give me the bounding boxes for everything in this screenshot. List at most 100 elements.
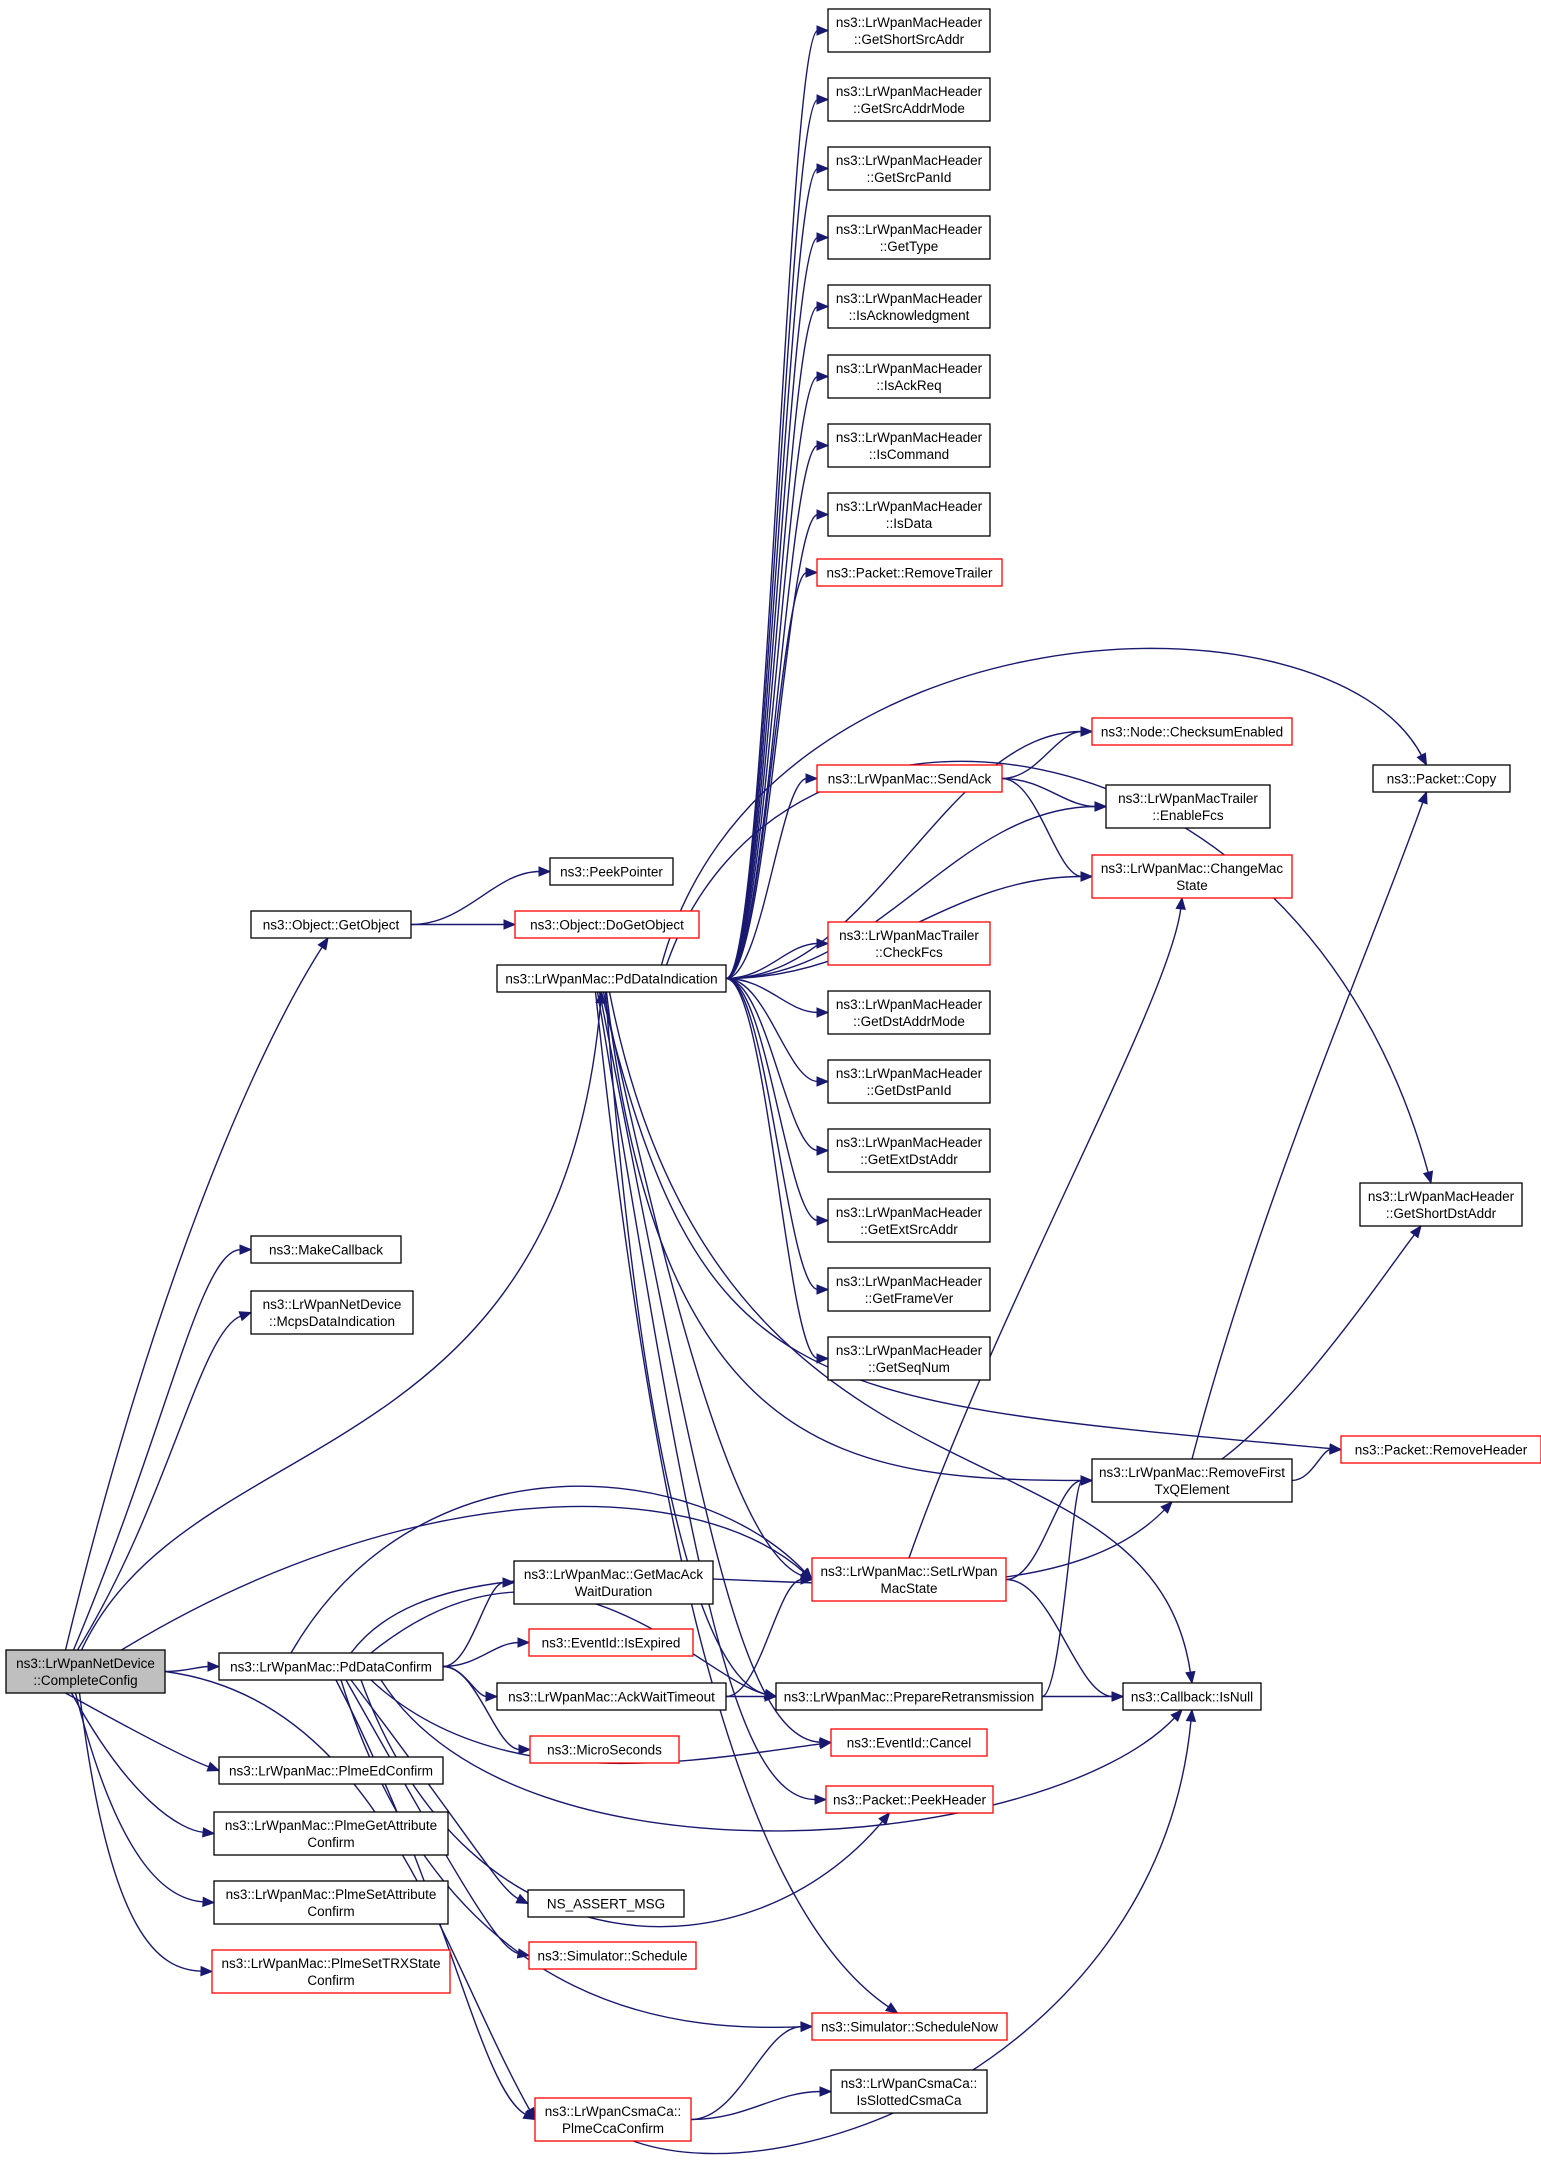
node-box[interactable] [825, 1785, 994, 1814]
node-box[interactable] [1105, 784, 1271, 829]
node-box[interactable] [827, 423, 991, 468]
node-box[interactable] [529, 1735, 680, 1764]
node-box[interactable] [513, 1560, 714, 1605]
node-box[interactable] [811, 1557, 1007, 1602]
node-box[interactable] [250, 910, 412, 939]
node-nsassertmsg[interactable]: NS_ASSERT_MSG [527, 1889, 685, 1918]
node-box[interactable] [1091, 717, 1293, 746]
node-getframever[interactable]: ns3::LrWpanMacHeader::GetFrameVer [827, 1267, 991, 1312]
node-getdstpanid[interactable]: ns3::LrWpanMacHeader::GetDstPanId [827, 1059, 991, 1104]
node-box[interactable] [816, 558, 1003, 587]
node-pddataindication[interactable]: ns3::LrWpanMac::PdDataIndication [496, 964, 727, 993]
node-box[interactable] [528, 1628, 694, 1657]
node-box[interactable] [827, 1336, 991, 1381]
node-callbackisnull[interactable]: ns3::Callback::IsNull [1122, 1682, 1262, 1711]
node-getshortsrcaddr[interactable]: ns3::LrWpanMacHeader::GetShortSrcAddr [827, 8, 991, 53]
node-box[interactable] [827, 1198, 991, 1243]
node-box[interactable] [1372, 764, 1511, 793]
node-box[interactable] [1359, 1182, 1523, 1227]
node-box[interactable] [827, 921, 991, 966]
node-box[interactable] [250, 1235, 402, 1264]
node-simschedulenow[interactable]: ns3::Simulator::ScheduleNow [811, 2012, 1008, 2041]
node-packetcopy[interactable]: ns3::Packet::Copy [1372, 764, 1511, 793]
node-box[interactable] [827, 1059, 991, 1104]
node-box[interactable] [1091, 1458, 1293, 1503]
node-box[interactable] [827, 284, 991, 329]
node-box[interactable] [827, 354, 991, 399]
node-dogetobject[interactable]: ns3::Object::DoGetObject [514, 910, 700, 939]
node-peekpointer[interactable]: ns3::PeekPointer [549, 857, 674, 886]
node-getsrcaddrmode[interactable]: ns3::LrWpanMacHeader::GetSrcAddrMode [827, 77, 991, 122]
node-enablefcs[interactable]: ns3::LrWpanMacTrailer::EnableFcs [1105, 784, 1271, 829]
node-box[interactable] [5, 1649, 166, 1694]
node-getextsrcaddr[interactable]: ns3::LrWpanMacHeader::GetExtSrcAddr [827, 1198, 991, 1243]
node-box[interactable] [527, 1889, 685, 1918]
node-simschedule[interactable]: ns3::Simulator::Schedule [528, 1941, 697, 1970]
node-pddataconfirm[interactable]: ns3::LrWpanMac::PdDataConfirm [218, 1652, 444, 1681]
node-getobject[interactable]: ns3::Object::GetObject [250, 910, 412, 939]
node-box[interactable] [549, 857, 674, 886]
node-box[interactable] [528, 1941, 697, 1970]
node-box[interactable] [775, 1682, 1043, 1711]
node-box[interactable] [211, 1949, 451, 1994]
node-gettype[interactable]: ns3::LrWpanMacHeader::GetType [827, 215, 991, 260]
node-plmeccaconfirm[interactable]: ns3::LrWpanCsmaCa::PlmeCcaConfirm [534, 2097, 692, 2142]
node-plmeedconfirm[interactable]: ns3::LrWpanMac::PlmeEdConfirm [218, 1756, 444, 1785]
node-box[interactable] [213, 1811, 449, 1856]
node-box[interactable] [1122, 1682, 1262, 1711]
node-box[interactable] [827, 77, 991, 122]
node-checkfcs[interactable]: ns3::LrWpanMacTrailer::CheckFcs [827, 921, 991, 966]
node-sendack[interactable]: ns3::LrWpanMac::SendAck [816, 764, 1003, 793]
node-box[interactable] [827, 1267, 991, 1312]
node-mcpsdataindication[interactable]: ns3::LrWpanNetDevice::McpsDataIndication [250, 1290, 414, 1335]
node-makecallback[interactable]: ns3::MakeCallback [250, 1235, 402, 1264]
node-box[interactable] [1091, 854, 1293, 899]
node-removeheader[interactable]: ns3::Packet::RemoveHeader [1340, 1435, 1541, 1464]
node-box[interactable] [534, 2097, 692, 2142]
node-box[interactable] [218, 1652, 444, 1681]
node-getshortdstaddr[interactable]: ns3::LrWpanMacHeader::GetShortDstAddr [1359, 1182, 1523, 1227]
node-peekheader[interactable]: ns3::Packet::PeekHeader [825, 1785, 994, 1814]
node-box[interactable] [213, 1880, 449, 1925]
node-eventcancel[interactable]: ns3::EventId::Cancel [830, 1728, 988, 1757]
node-getextdstaddr[interactable]: ns3::LrWpanMacHeader::GetExtDstAddr [827, 1128, 991, 1173]
node-box[interactable] [250, 1290, 414, 1335]
node-box[interactable] [830, 2069, 988, 2114]
node-box[interactable] [827, 1128, 991, 1173]
node-removetrailer[interactable]: ns3::Packet::RemoveTrailer [816, 558, 1003, 587]
node-box[interactable] [827, 8, 991, 53]
node-isexpired[interactable]: ns3::EventId::IsExpired [528, 1628, 694, 1657]
node-box[interactable] [811, 2012, 1008, 2041]
node-iscommand[interactable]: ns3::LrWpanMacHeader::IsCommand [827, 423, 991, 468]
node-box[interactable] [830, 1728, 988, 1757]
node-getsrcpanid[interactable]: ns3::LrWpanMacHeader::GetSrcPanId [827, 146, 991, 191]
node-box[interactable] [514, 910, 700, 939]
node-getseqnum[interactable]: ns3::LrWpanMacHeader::GetSeqNum [827, 1336, 991, 1381]
node-microseconds[interactable]: ns3::MicroSeconds [529, 1735, 680, 1764]
node-checksumenabled[interactable]: ns3::Node::ChecksumEnabled [1091, 717, 1293, 746]
node-box[interactable] [496, 1682, 727, 1711]
node-isslottedcsmaca[interactable]: ns3::LrWpanCsmaCa::IsSlottedCsmaCa [830, 2069, 988, 2114]
node-prepareretrans[interactable]: ns3::LrWpanMac::PrepareRetransmission [775, 1682, 1043, 1711]
node-box[interactable] [1340, 1435, 1541, 1464]
node-isackreq[interactable]: ns3::LrWpanMacHeader::IsAckReq [827, 354, 991, 399]
node-ackwaittimeout[interactable]: ns3::LrWpanMac::AckWaitTimeout [496, 1682, 727, 1711]
node-box[interactable] [827, 146, 991, 191]
node-getdstaddrmode[interactable]: ns3::LrWpanMacHeader::GetDstAddrMode [827, 990, 991, 1035]
node-box[interactable] [496, 964, 727, 993]
node-box[interactable] [218, 1756, 444, 1785]
node-isdata[interactable]: ns3::LrWpanMacHeader::IsData [827, 492, 991, 537]
node-box[interactable] [816, 764, 1003, 793]
node-box[interactable] [827, 990, 991, 1035]
node-box[interactable] [827, 492, 991, 537]
node-isack[interactable]: ns3::LrWpanMacHeader::IsAcknowledgment [827, 284, 991, 329]
node-root[interactable]: ns3::LrWpanNetDevice::CompleteConfig [5, 1649, 166, 1694]
node-box[interactable] [827, 215, 991, 260]
